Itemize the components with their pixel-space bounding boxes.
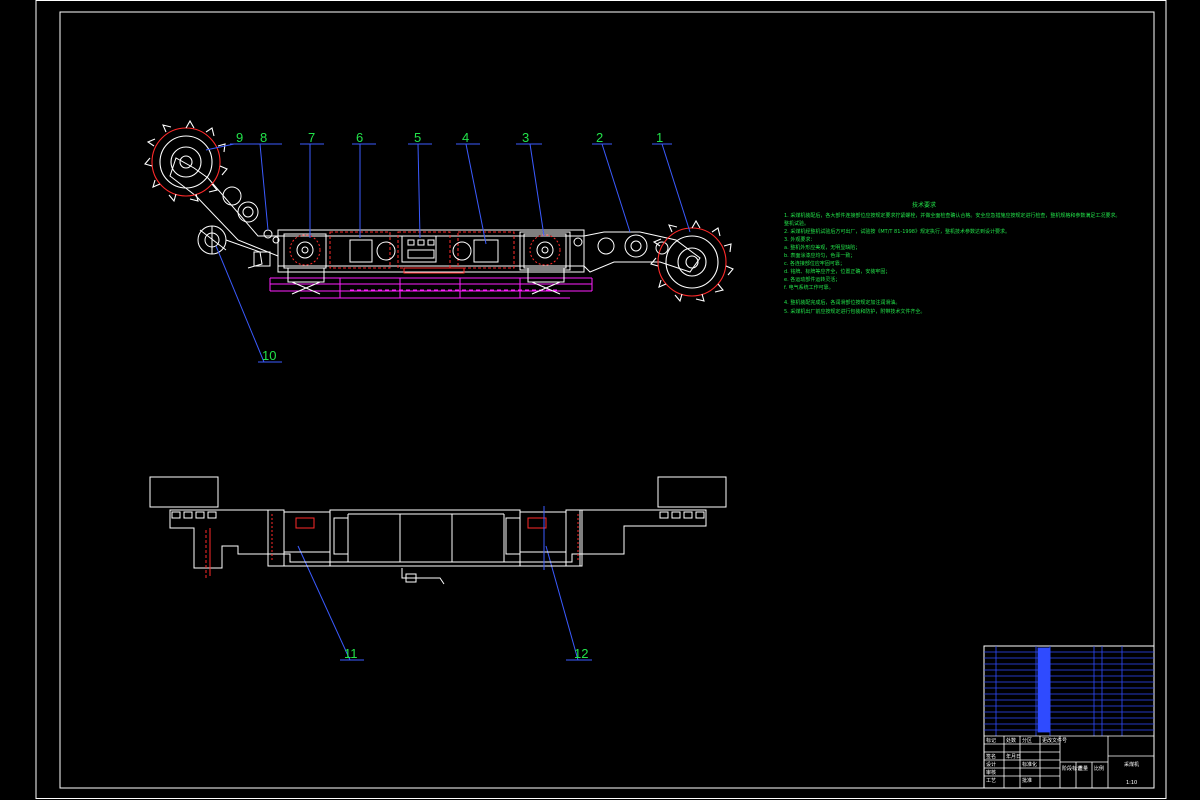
tb-cell-process: 工艺	[986, 778, 996, 784]
track-rail	[269, 277, 593, 299]
notes-line-5: a. 整机外形应美观，无明显缺陷；	[784, 244, 860, 251]
tb-cell-scale-label: 比例	[1094, 765, 1104, 772]
tb-cell-stage: 阶段标记	[1062, 765, 1082, 772]
shearer-front-view	[144, 119, 734, 303]
balloon-8: 8	[260, 130, 267, 145]
balloon-9: 9	[236, 130, 243, 145]
plan-view-red-parts	[205, 514, 579, 580]
body-internal-parts	[329, 231, 515, 274]
inner-drawing-frame	[59, 11, 1155, 789]
tb-cell-change: 更改文件号	[1042, 737, 1067, 744]
notes-line-12: 5. 采煤机出厂前应按规定进行包装和防护，附带技术文件齐全。	[784, 308, 925, 315]
tb-cell-standard: 标准化	[1022, 761, 1037, 768]
haulage-gear-left	[283, 233, 327, 269]
balloon-7: 7	[308, 130, 315, 145]
notes-line-6: b. 表面涂漆应均匀，色泽一致；	[784, 252, 855, 259]
notes-line-9: e. 各运动部件运转灵活；	[784, 276, 840, 283]
balloon-10: 10	[262, 348, 276, 363]
tb-cell-weight: 重量	[1078, 765, 1088, 772]
notes-line-11: 4. 整机装配完成后，各润滑部位按规定加注润滑油。	[784, 299, 900, 306]
balloon-6: 6	[356, 130, 363, 145]
title-block-grid	[984, 735, 1154, 788]
tb-cell-count: 处数	[1006, 737, 1016, 744]
left-cutting-drum	[144, 119, 228, 203]
tb-scale-value: 1:10	[1126, 780, 1137, 786]
notes-title: 技术要求	[912, 201, 936, 209]
balloon-labels: 1 2 3 4 5 6 7 8 9 10 11 12	[236, 130, 663, 661]
haulage-gear-right	[523, 233, 567, 269]
tb-cell-mark: 标记	[986, 737, 996, 744]
tb-cell-date: 年月日	[1006, 753, 1021, 760]
body-internal-white	[349, 235, 499, 263]
balloon-11: 11	[344, 646, 358, 661]
leader-lines	[205, 143, 691, 661]
title-block-frame	[983, 645, 1155, 789]
technical-requirements: 技术要求 1. 采煤机装配后，各大部件连接部位应按规定要求拧紧螺栓，并做全面检查…	[784, 201, 1120, 315]
balloon-5: 5	[414, 130, 421, 145]
sliding-shoes	[287, 267, 565, 295]
balloon-4: 4	[462, 130, 469, 145]
notes-line-3: 2. 采煤机经整机试验后方可出厂，试验按《MT/T 81-1998》规定执行，整…	[784, 228, 1010, 235]
notes-line-2: 整机试验。	[784, 220, 809, 227]
shearer-plan-view	[149, 476, 727, 585]
balloon-2: 2	[596, 130, 603, 145]
parts-list-rows	[984, 646, 1154, 736]
balloon-3: 3	[522, 130, 529, 145]
notes-line-8: d. 铭牌、标牌等应齐全，位置正确，安装牢固；	[784, 268, 890, 275]
right-cutting-drum	[650, 219, 734, 303]
right-ranging-arm	[573, 231, 701, 273]
title-block: 标记 处数 分区 更改文件号 签名 年月日 设计 标准化 审核 工艺 批准 阶段…	[983, 645, 1155, 789]
notes-line-10: f. 电气系统工作可靠。	[784, 284, 834, 291]
balloon-1: 1	[656, 130, 663, 145]
notes-line-7: c. 各连接部位应牢固可靠；	[784, 260, 845, 267]
outer-sheet-border	[35, 0, 1167, 799]
tb-drawing-name: 采煤机	[1124, 761, 1139, 768]
tb-cell-zone: 分区	[1022, 737, 1032, 744]
balloon-12: 12	[574, 646, 588, 661]
tb-cell-sign: 签名	[986, 753, 996, 760]
notes-line-4: 3. 外观要求：	[784, 236, 815, 243]
tb-cell-design: 设计	[986, 761, 996, 768]
left-lower-sprocket	[197, 225, 271, 269]
tb-cell-review: 审核	[986, 769, 996, 776]
left-ranging-arm	[169, 157, 280, 257]
tb-cell-approve: 批准	[1022, 777, 1032, 784]
notes-line-1: 1. 采煤机装配后，各大部件连接部位应按规定要求拧紧螺栓，并做全面检查确认合格。…	[784, 212, 1120, 219]
